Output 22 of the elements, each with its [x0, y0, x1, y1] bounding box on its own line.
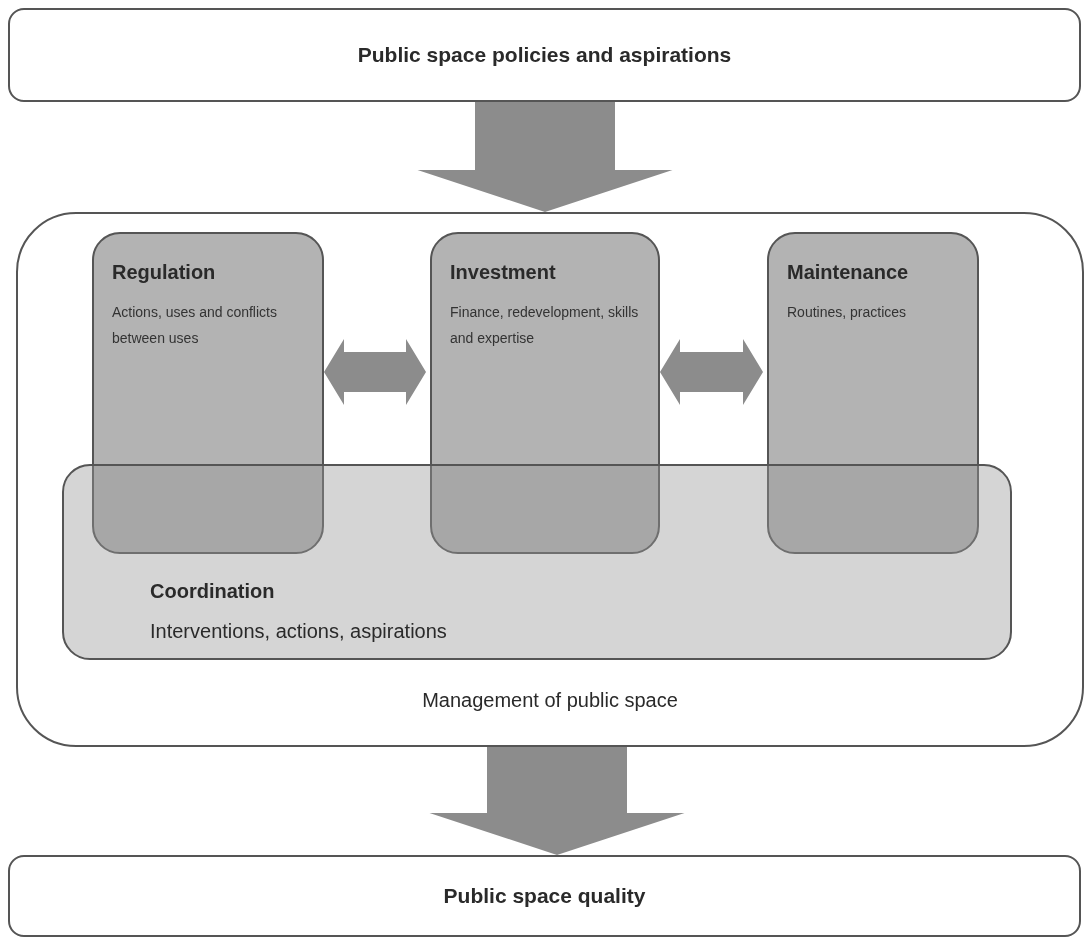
band-description: Interventions, actions, aspirations — [150, 619, 447, 644]
double-arrow — [324, 339, 426, 405]
band-heading: Coordination — [150, 579, 275, 604]
column-heading: Regulation — [112, 260, 217, 285]
box-title: Public space policies and aspirations — [357, 42, 732, 69]
rounded-box — [8, 8, 1081, 102]
block-arrow — [417, 102, 673, 212]
block-arrow — [429, 747, 685, 855]
column-heading: Investment — [450, 260, 557, 285]
column-heading: Maintenance — [787, 260, 910, 285]
double-arrow — [660, 339, 763, 405]
rounded-box — [8, 855, 1081, 937]
container-frame — [16, 212, 1084, 747]
column-description: Routines, practices — [787, 303, 908, 322]
overlay-band — [62, 464, 1012, 660]
column-description: Finance, redevelopment, skills and expertise — [450, 303, 640, 348]
category-box — [767, 232, 979, 554]
category-box — [92, 232, 324, 554]
frame-label: Management of public space — [422, 688, 678, 713]
column-description: Actions, uses and conflicts between uses — [112, 303, 278, 348]
box-title: Public space quality — [443, 883, 646, 910]
category-box — [430, 232, 660, 554]
